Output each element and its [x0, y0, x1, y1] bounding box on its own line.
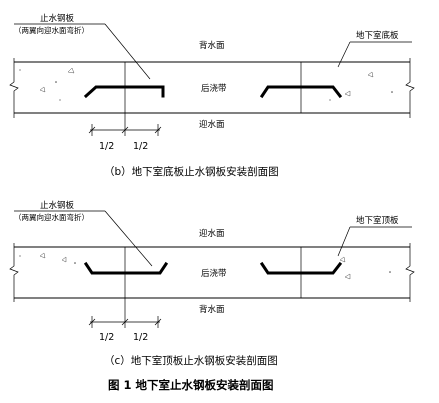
- slab-leader-c: [337, 226, 351, 257]
- bottom-face-label-b: 迎水面: [199, 119, 225, 130]
- waterstop-note-c: （两翼向迎水面弯折）: [14, 212, 89, 222]
- slab-label-b: 地下室底板: [356, 30, 399, 41]
- band-label-b: 后浇带: [201, 83, 227, 94]
- figure-title: 图 1 地下室止水钢板安装剖面图: [108, 378, 274, 392]
- break-line-left-c: [9, 243, 19, 302]
- waterstop-plate-right-c: [259, 261, 343, 275]
- slab-label-c: 地下室顶板: [356, 215, 399, 226]
- slab-leader-b: [337, 41, 351, 68]
- top-face-label-c: 迎水面: [199, 228, 225, 239]
- dim-left-label-b: 1/2: [99, 141, 114, 152]
- waterstop-label-b: 止水钢板: [40, 13, 75, 24]
- bottom-face-label-c: 背水面: [199, 304, 225, 315]
- waterstop-plate-right-b: [259, 85, 343, 99]
- break-line-right-c: [405, 243, 415, 302]
- concrete-aggregate-c: [19, 252, 391, 280]
- dim-right-label-c: 1/2: [133, 332, 148, 343]
- break-line-right-b: [405, 58, 415, 118]
- waterstop-plate-left-b: [83, 85, 165, 99]
- diagram-c-roof-slab: 止水钢板 （两翼向迎水面弯折） 地下室顶板 迎水面 后浇带 背水面: [9, 200, 415, 367]
- waterstop-leader-c: [104, 210, 153, 267]
- dim-left-label-c: 1/2: [99, 332, 114, 343]
- waterstop-leader-b: [104, 23, 151, 80]
- waterstop-plate-left-c: [83, 261, 169, 275]
- dim-right-label-b: 1/2: [133, 141, 148, 152]
- waterstop-label-c: 止水钢板: [40, 200, 75, 211]
- break-line-left-b: [9, 58, 19, 118]
- dimension-b: [88, 113, 162, 136]
- top-face-label-b: 背水面: [199, 40, 225, 51]
- band-label-c: 后浇带: [201, 268, 227, 279]
- concrete-aggregate-b: [19, 67, 393, 101]
- waterstop-note-b: （两翼向迎水面弯折）: [14, 25, 89, 35]
- dimension-c: [88, 298, 162, 328]
- caption-b: （b）地下室底板止水钢板安装剖面图: [104, 165, 279, 178]
- diagram-b-floor-slab: 止水钢板 （两翼向迎水面弯折） 地下室底板: [9, 13, 415, 178]
- caption-c: （c）地下室顶板止水钢板安装剖面图: [104, 354, 278, 367]
